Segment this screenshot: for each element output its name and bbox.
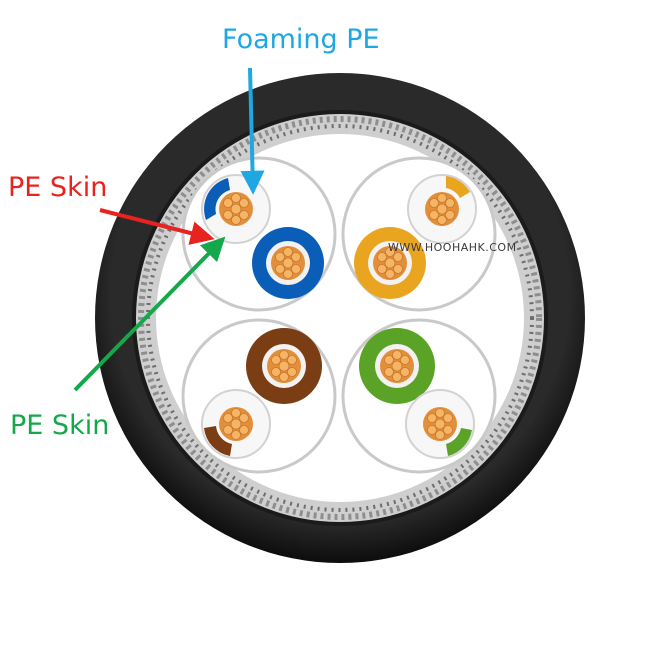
pe-skin-label-bottom: PE Skin	[10, 410, 110, 441]
foaming-pe-arrow	[240, 67, 265, 195]
pe-skin-red-arrow	[99, 208, 215, 245]
watermark: WWW.HOOHAHK.COM	[388, 241, 517, 254]
foaming-pe-label: Foaming PE	[222, 24, 380, 55]
pe-skin-label-top: PE Skin	[8, 172, 108, 203]
pe-skin-green-arrow	[73, 236, 226, 392]
